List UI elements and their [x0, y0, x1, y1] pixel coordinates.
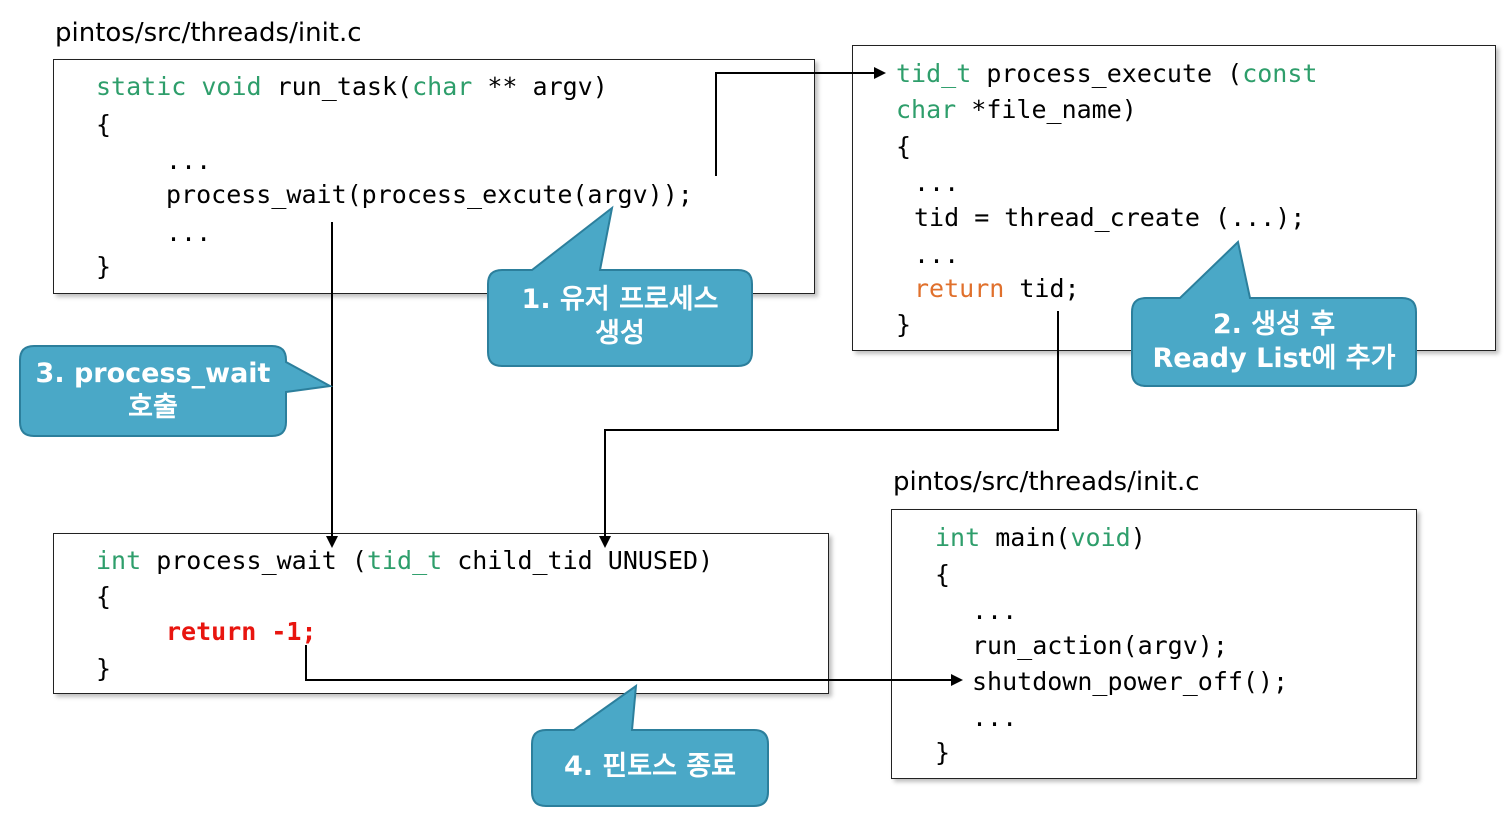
code-line: } [935, 738, 951, 767]
code-line: static void run_task(char ** argv) [96, 74, 608, 99]
code-keyword: void [1070, 523, 1131, 552]
code-text: run_task( [261, 72, 413, 101]
code-line: tid_t process_execute (const [896, 61, 1317, 86]
callout-3-text: 3. process_wait 호출 [20, 357, 286, 425]
callout-3-bubble [19, 345, 334, 437]
callout-1-line2: 생성 [595, 317, 645, 349]
code-keyword: tid_t [896, 59, 972, 88]
callout-4-bubble [531, 683, 769, 807]
callout-2-text: 2. 생성 후 Ready List에 추가 [1132, 308, 1416, 376]
arrow-to-shutdown [305, 645, 963, 686]
code-box-main: int main(void) { ... run_action(argv); s… [891, 509, 1417, 779]
code-line: { [96, 582, 112, 611]
code-line: ... [166, 146, 212, 175]
callout-2-bubble [1131, 240, 1417, 387]
code-line: } [96, 252, 112, 281]
code-text: child_tid UNUSED) [442, 546, 714, 575]
code-line: ... [166, 218, 212, 247]
code-box-run-task: static void run_task(char ** argv) { ...… [53, 59, 815, 294]
code-line-return-red: return -1; [166, 617, 317, 646]
code-keyword: int [935, 523, 981, 552]
code-line: { [896, 132, 912, 161]
callout-3-line2: 호출 [128, 391, 178, 423]
code-box-process-wait: int process_wait (tid_t child_tid UNUSED… [53, 533, 829, 694]
code-line: return tid; [914, 276, 1080, 301]
code-keyword: tid_t [366, 546, 443, 575]
callout-4-text: 4. 핀토스 종료 [532, 750, 768, 784]
callout-1-text: 1. 유저 프로세스 생성 [488, 283, 752, 351]
code-line: ... [914, 168, 960, 197]
code-line: ... [972, 703, 1018, 732]
code-line: ... [914, 240, 960, 269]
code-line: } [896, 310, 912, 339]
code-line: tid = thread_create (...); [914, 203, 1306, 232]
callout-1-line1: 1. 유저 프로세스 [521, 284, 719, 315]
code-line: ... [972, 596, 1018, 625]
code-text: process_wait ( [141, 546, 367, 575]
code-line: { [935, 560, 951, 589]
file-path-label-top: pintos/src/threads/init.c [55, 18, 362, 48]
arrow-return-tid [599, 311, 1059, 548]
file-path-label-bottom: pintos/src/threads/init.c [893, 467, 1200, 497]
code-line: int process_wait (tid_t child_tid UNUSED… [96, 548, 713, 573]
code-keyword: char [896, 95, 957, 124]
callout-4-line1: 4. 핀토스 종료 [563, 751, 737, 782]
arrow-to-process-execute [715, 67, 886, 176]
callout-2-line1: 2. 생성 후 [1212, 309, 1336, 340]
callout-3-line1: 3. process_wait [35, 358, 271, 389]
code-line: int main(void) [935, 525, 1146, 550]
code-text: main( [980, 523, 1071, 552]
code-text: *file_name) [956, 95, 1137, 124]
code-keyword: char [412, 72, 473, 101]
code-keyword: const [1242, 59, 1318, 88]
code-keyword: int [96, 546, 142, 575]
code-line: process_wait(process_excute(argv)); [166, 180, 693, 209]
code-line: run_action(argv); [972, 631, 1228, 660]
code-text: ** argv) [472, 72, 608, 101]
callout-2-line2: Ready List에 추가 [1152, 342, 1396, 374]
code-text: tid; [1004, 274, 1080, 303]
callout-1-bubble [487, 205, 753, 367]
code-text: process_execute ( [971, 59, 1243, 88]
code-line: char *file_name) [896, 97, 1137, 122]
code-keyword: return [914, 274, 1005, 303]
code-text: ) [1130, 523, 1146, 552]
code-line: } [96, 654, 112, 683]
code-line: { [96, 110, 112, 139]
code-keyword: static void [96, 72, 262, 101]
code-line: shutdown_power_off(); [972, 667, 1289, 696]
